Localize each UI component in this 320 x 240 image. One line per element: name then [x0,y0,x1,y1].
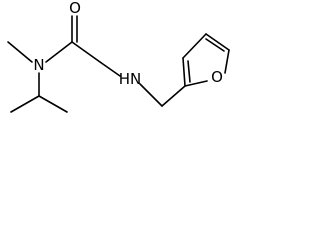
bond-furan-o-c5 [224,49,230,74]
label-carbonyl-oxygen: O [69,0,81,17]
bond-ch2-furan [161,85,186,107]
bond-nh-ch2 [139,83,163,107]
label-furan-oxygen: O [211,68,223,86]
label-amine-nh: HN [119,70,142,88]
bonds [7,15,230,113]
bond-furan-c3-c2 [182,57,186,87]
bond-isopropyl-left [10,95,40,113]
bond-isopropyl-right [38,95,68,113]
bond-furan-c3-c2-inner [187,60,191,83]
bond-furan-c4-c3 [182,33,207,59]
atom-labels: O N HN O [33,0,223,88]
bond-furan-c5-c4 [205,33,230,51]
bond-n-carbonyl [45,41,73,63]
bond-carbonyl-ch2 [71,41,101,63]
bond-n-methyl [7,41,33,63]
bond-furan-c5-c4-inner [205,38,225,52]
molecule-structure: O N HN O [7,0,230,113]
label-amide-nitrogen: N [33,56,44,74]
bond-ch2-nh [99,61,121,77]
bond-furan-c2-o [184,80,208,87]
